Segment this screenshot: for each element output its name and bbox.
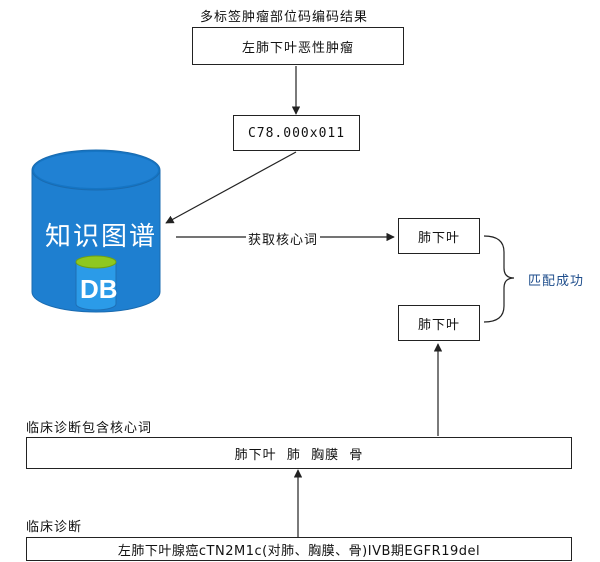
database-title: 知识图谱 <box>45 222 158 252</box>
match-brace <box>483 235 515 323</box>
core-words-text: 肺下叶 肺 胸膜 骨 <box>234 447 364 463</box>
core-words-label: 临床诊断包含核心词 <box>26 421 153 436</box>
clinical-text: 左肺下叶腺癌cTN2M1c(对肺、胸膜、骨)IVB期EGFR19del <box>117 543 481 559</box>
diagram-title: 多标签肿瘤部位码编码结果 <box>200 10 369 25</box>
match-box-top-text: 肺下叶 <box>417 230 460 246</box>
code-box: C78.000x011 <box>233 115 360 151</box>
result-box-text: 左肺下叶恶性肿瘤 <box>241 40 354 56</box>
match-box-top: 肺下叶 <box>398 218 480 254</box>
database-badge: DB <box>80 274 118 304</box>
arrow-code-to-db <box>165 151 297 224</box>
match-success-label: 匹配成功 <box>528 274 585 289</box>
match-box-bottom: 肺下叶 <box>398 305 480 341</box>
code-box-text: C78.000x011 <box>247 125 346 141</box>
clinical-label: 临床诊断 <box>26 520 83 535</box>
database-cylinder <box>31 149 161 313</box>
core-words-box: 肺下叶 肺 胸膜 骨 <box>26 437 572 469</box>
extract-label: 获取核心词 <box>246 229 321 248</box>
match-box-bottom-text: 肺下叶 <box>417 317 460 333</box>
result-box: 左肺下叶恶性肿瘤 <box>192 27 404 65</box>
clinical-box: 左肺下叶腺癌cTN2M1c(对肺、胸膜、骨)IVB期EGFR19del <box>26 537 572 561</box>
